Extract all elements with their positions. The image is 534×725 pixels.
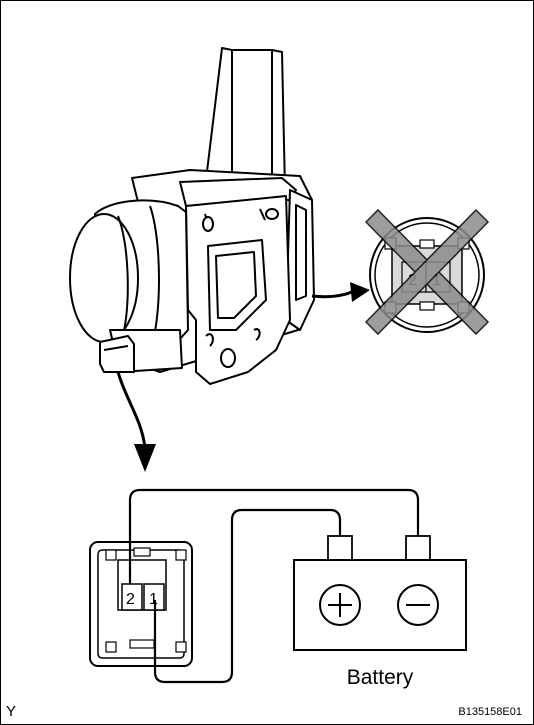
test-leads	[128, 488, 420, 684]
battery	[293, 535, 467, 651]
arrow-to-connector-view	[311, 282, 370, 302]
corner-code-left: Y	[6, 703, 17, 720]
connector-test-view	[89, 541, 193, 667]
plus-icon	[328, 593, 352, 617]
forbidden-connector-view: 2 1	[364, 208, 490, 336]
battery-label: Battery	[347, 666, 414, 689]
terminal-2-label: 2	[126, 591, 135, 608]
lead-terminal-1-to-positive	[153, 508, 342, 684]
battery-positive-post	[327, 535, 353, 561]
terminal-2	[121, 583, 143, 611]
terminal-1-label: 1	[149, 591, 158, 608]
battery-negative-post	[405, 535, 431, 561]
seat-belt-retractor	[69, 47, 315, 385]
figure-code: B135158E01	[458, 706, 522, 718]
retractor-connector	[99, 335, 135, 373]
lead-terminal-2-to-negative	[128, 488, 420, 584]
belt-webbing	[204, 47, 233, 191]
arrow-down	[116, 371, 156, 472]
prohibited-cross-icon	[364, 208, 490, 336]
